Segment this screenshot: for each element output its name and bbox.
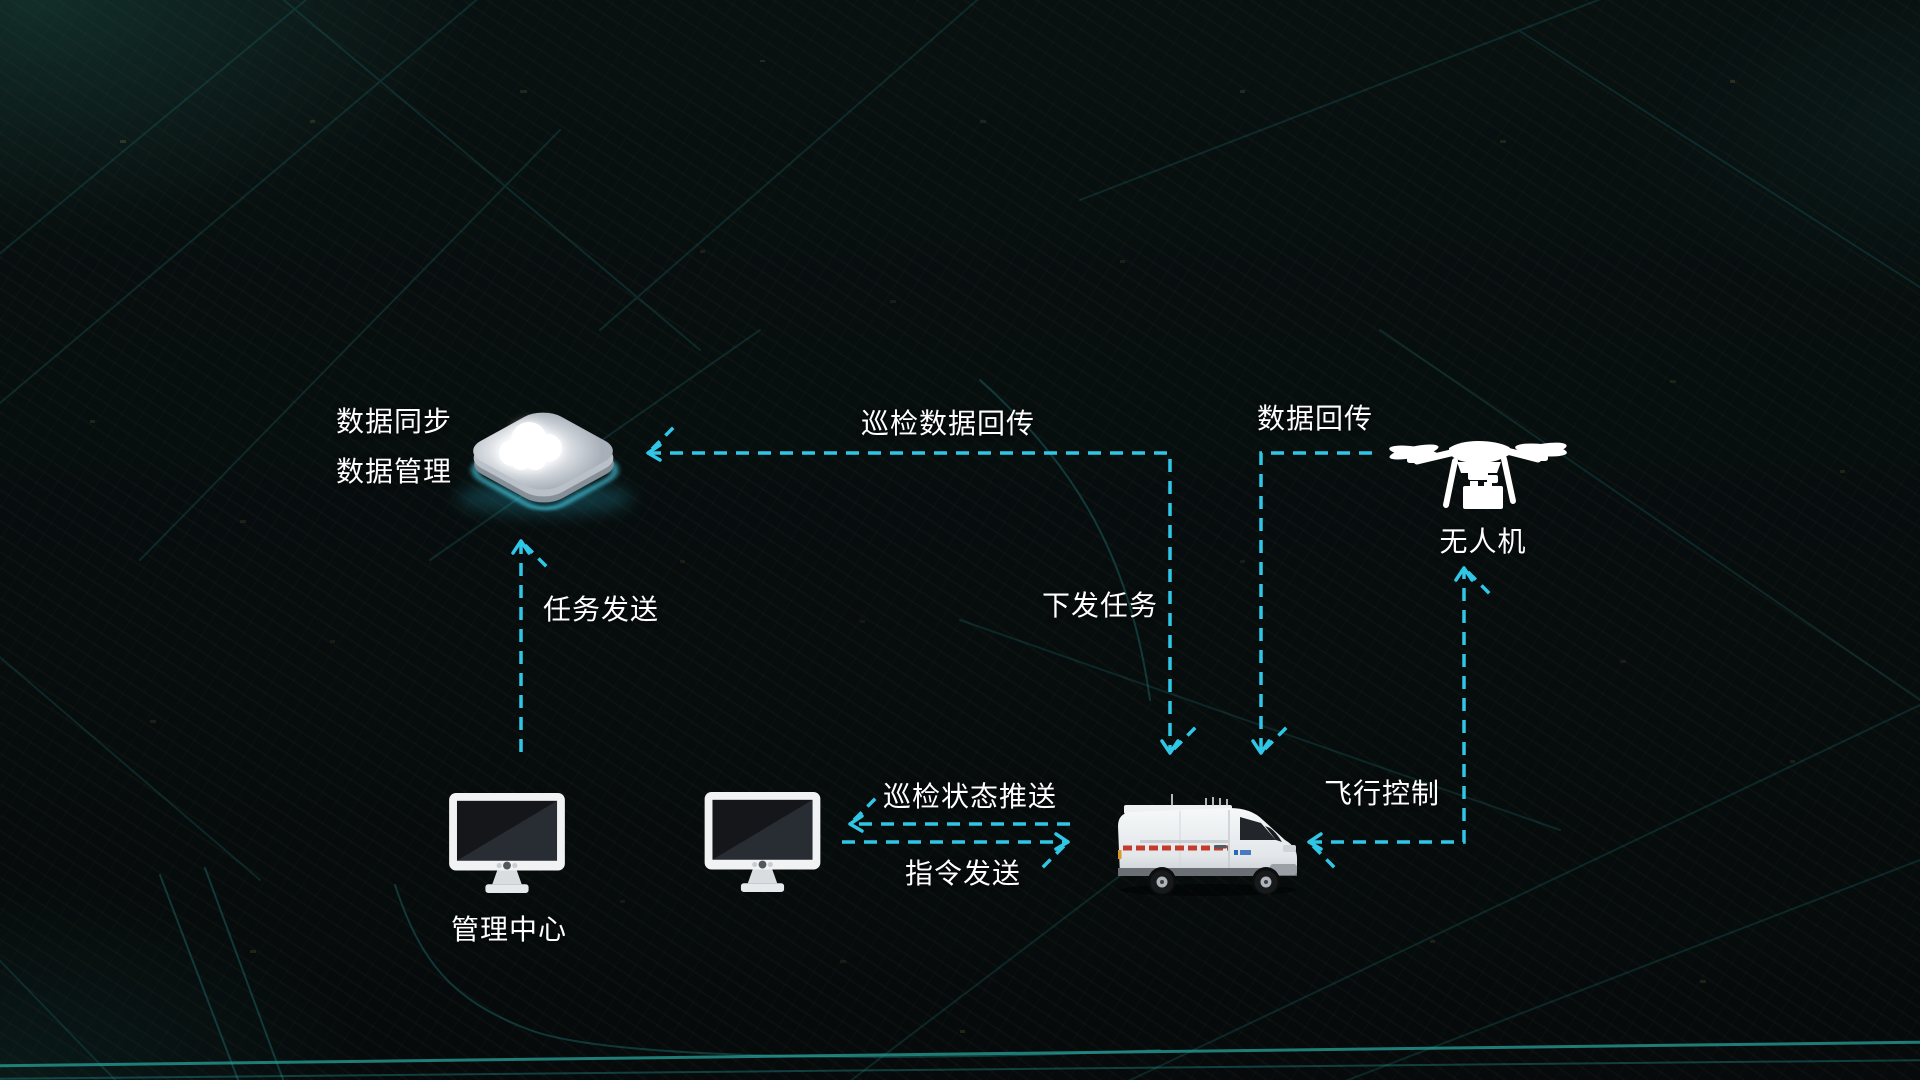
map-roads-bright — [0, 1040, 1920, 1080]
map-roads-medium — [159, 379, 1161, 1080]
van-icon — [1118, 794, 1297, 896]
monitor-icon-2 — [704, 791, 821, 893]
connector-flight-control — [1307, 566, 1494, 872]
label-drone: 无人机 — [1439, 526, 1527, 557]
cloud-glyph — [499, 422, 562, 470]
cloud-platform-icon — [457, 412, 633, 515]
label-dispatch-task: 下发任务 — [1041, 590, 1159, 621]
label-inspection-data-return: 巡检数据回传 — [860, 408, 1036, 439]
label-command-send: 指令发送 — [904, 858, 1022, 889]
map-city-lights — [90, 60, 1845, 1033]
label-data-management: 数据管理 — [335, 456, 453, 487]
connector-command-send — [842, 832, 1070, 872]
connector-drone-van-data-return — [1251, 451, 1372, 755]
connector-lines — [511, 423, 1494, 872]
connector-task-send — [511, 539, 551, 752]
connector-inspection-status-push — [848, 794, 1070, 833]
label-data-sync: 数据同步 — [335, 406, 453, 437]
label-management-center: 管理中心 — [450, 914, 568, 945]
label-inspection-status-push: 巡检状态推送 — [882, 781, 1058, 812]
label-flight-control: 飞行控制 — [1323, 778, 1441, 809]
label-task-send: 任务发送 — [542, 594, 660, 625]
monitor-icon-1 — [449, 792, 565, 894]
label-data-return: 数据回传 — [1256, 403, 1374, 434]
drone-icon — [1389, 441, 1567, 509]
connector-cloud-van — [646, 423, 1200, 755]
